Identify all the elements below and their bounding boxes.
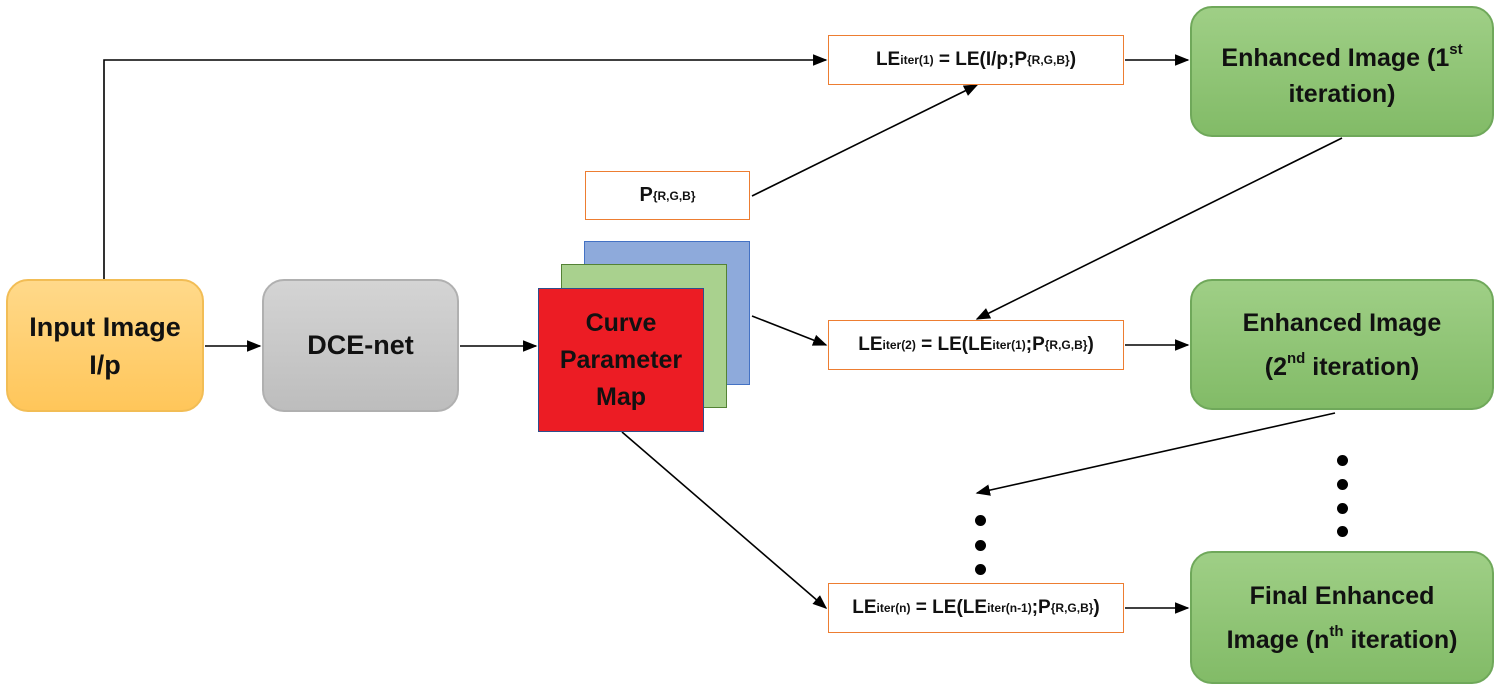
param-sup: {R,G,B} [652, 188, 696, 203]
enhn-line1: Final Enhanced [1249, 581, 1435, 610]
enh1-line1-text: Enhanced Image (1 [1221, 43, 1450, 72]
arrow-param-to-eq1 [751, 84, 979, 197]
enhn-line2-sup: th [1329, 622, 1344, 640]
eq1-mid: = LE(I/p;P [933, 49, 1028, 70]
input-image-node: Input Image I/p [6, 279, 204, 412]
arrow-map-to-eq2 [751, 315, 828, 346]
eqn-lhs: LE [852, 597, 877, 618]
eq2-close: ) [1087, 334, 1094, 355]
enh2-line2-sup: nd [1286, 349, 1306, 367]
enh2-line1: Enhanced Image [1242, 308, 1442, 337]
ellipsis-dot-right-3 [1337, 503, 1348, 514]
curve-map-line2: Parameter [559, 345, 683, 374]
enh1-line1: Enhanced Image (1st [1221, 32, 1462, 76]
ellipsis-dot-right-2 [1337, 479, 1348, 490]
ellipsis-dot-right-4 [1337, 526, 1348, 537]
eq2-lhs-sub: iter(2) [882, 338, 916, 352]
eq1-lhs: LE [875, 49, 901, 70]
enh2-line2-rest: iteration) [1305, 352, 1420, 381]
parameter-box: P{R,G,B} [585, 171, 750, 220]
curve-map-line1: Curve [585, 308, 657, 337]
ellipsis-dot-left-2 [975, 540, 986, 551]
eq2-mid-sub: iter(1) [992, 338, 1026, 352]
curve-parameter-map-node: Curve Parameter Map [538, 288, 704, 432]
eq2-sup: {R,G,B} [1044, 338, 1088, 352]
enh1-line2: iteration) [1288, 79, 1396, 108]
input-image-sublabel: I/p [89, 349, 121, 380]
arrow-map-to-eqn [621, 431, 828, 609]
input-image-label: Input Image [29, 311, 181, 342]
enh2-line2-text: (2 [1264, 352, 1287, 381]
eq1-sup: {R,G,B} [1027, 53, 1070, 67]
curve-map-line3: Map [596, 382, 646, 411]
eq1-close: ) [1069, 49, 1077, 70]
arrow-input-to-eq1 [103, 54, 828, 279]
eqn-close: ) [1093, 597, 1100, 618]
enh2-line2: (2nd iteration) [1243, 341, 1442, 385]
ellipsis-dot-left-3 [975, 564, 986, 575]
enhanced-image-iter2-node: Enhanced Image (2nd iteration) [1190, 279, 1494, 410]
eqn-sup: {R,G,B} [1050, 601, 1094, 615]
eq2-mid: = LE(LE [915, 334, 993, 355]
enhn-line2: Image (nth iteration) [1227, 614, 1458, 658]
enhn-line2-text: Image (n [1226, 625, 1330, 654]
eq2-semi: ;P [1025, 334, 1045, 355]
eqn-semi: ;P [1031, 597, 1051, 618]
eq2-lhs: LE [858, 334, 883, 355]
final-enhanced-image-node: Final Enhanced Image (nth iteration) [1190, 551, 1494, 684]
enh1-line1-sup: st [1449, 40, 1463, 58]
arrow-enh1-to-eq2 [975, 137, 1343, 320]
dce-net-label: DCE-net [307, 330, 414, 360]
eq1-lhs-sub: iter(1) [900, 53, 934, 67]
ellipsis-dot-right-1 [1337, 455, 1348, 466]
ellipsis-dot-left-1 [975, 515, 986, 526]
arrow-enh2-to-dots [975, 412, 1336, 496]
eqn-lhs-sub: iter(n) [876, 601, 911, 615]
eqn-mid-sub: iter(n-1) [987, 601, 1032, 615]
param-base: P [639, 184, 653, 206]
dce-net-node: DCE-net [262, 279, 459, 412]
eqn-mid: = LE(LE [910, 597, 988, 618]
enhn-line2-rest: iteration) [1343, 625, 1458, 654]
enhanced-image-iter1-node: Enhanced Image (1st iteration) [1190, 6, 1494, 137]
